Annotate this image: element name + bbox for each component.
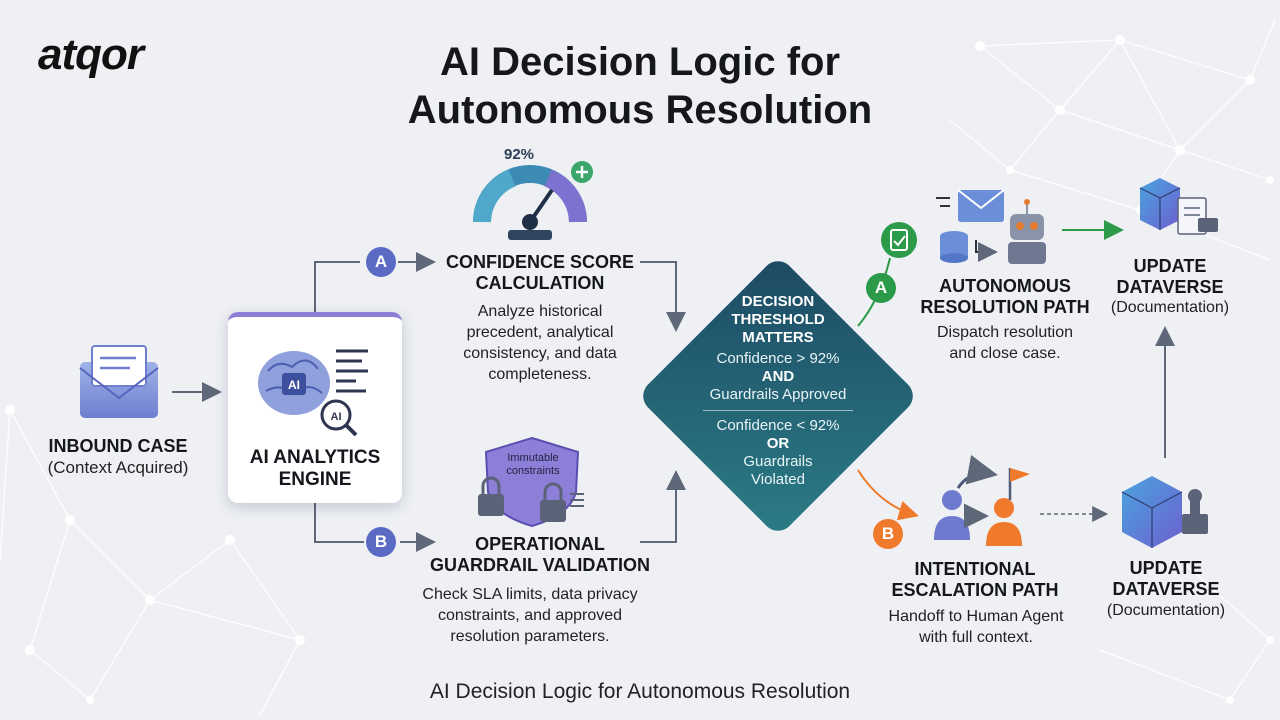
escalation-path-heading: INTENTIONAL ESCALATION PATH — [880, 559, 1070, 601]
escalation-path-description: Handoff to Human Agent with full context… — [866, 606, 1086, 648]
title-line-1: AI Decision Logic for — [439, 40, 841, 84]
connector-engine-b — [314, 500, 364, 543]
envelope-icon — [79, 345, 159, 418]
human-handoff-icon — [934, 454, 1030, 546]
dataverse-top-line-1: UPDATE — [1133, 256, 1207, 276]
title-line-2: Autonomous Resolution — [407, 88, 873, 132]
confidence-score-heading: CONFIDENCE SCORE CALCULATION — [430, 252, 650, 294]
escalation-heading-line-1: INTENTIONAL — [914, 559, 1036, 579]
connector-engine-a — [314, 261, 360, 312]
escalation-heading-line-2: ESCALATION PATH — [891, 580, 1059, 600]
dataverse-bottom-label: UPDATE DATAVERSE — [1096, 558, 1236, 600]
shield-label-line-2: constraints — [506, 465, 560, 477]
shield-lock-icon — [478, 436, 584, 528]
decision-divider — [703, 410, 853, 411]
inbound-case-label: INBOUND CASE — [48, 436, 188, 456]
confidence-score-description: Analyze historical precedent, analytical… — [430, 301, 650, 385]
branch-b-marker: B — [366, 527, 396, 557]
shield-label-line-1: Immutable — [507, 452, 559, 464]
shield-label: Immutable constraints — [488, 452, 578, 478]
decision-heading-line-1: DECISION — [741, 293, 815, 310]
autonomous-heading-line-1: AUTONOMOUS — [939, 276, 1071, 296]
path-a-marker: A — [866, 273, 896, 303]
guardrail-validation-heading: OPERATIONAL GUARDRAIL VALIDATION — [410, 534, 670, 576]
page-title: AI Decision Logic for Autonomous Resolut… — [340, 38, 940, 134]
arrow-guardrail-decision — [640, 470, 686, 543]
dataverse-bottom-line-1: UPDATE — [1129, 558, 1203, 578]
engine-chip-text: AI — [288, 378, 300, 392]
decision-threshold-text: DECISION THRESHOLD MATTERS Confidence > … — [668, 293, 888, 489]
brand-logo: atqor — [38, 30, 144, 79]
decision-heading: DECISION THRESHOLD MATTERS — [668, 293, 888, 347]
engine-title-line-2: ENGINE — [278, 469, 352, 490]
confidence-desc-line-3: consistency, and data — [463, 345, 617, 362]
reject-condition-3: Violated — [751, 471, 805, 488]
confidence-heading-line-2: CALCULATION — [475, 273, 605, 293]
guardrail-heading-line-1: OPERATIONAL — [475, 534, 605, 554]
autonomous-heading-line-2: RESOLUTION PATH — [920, 297, 1090, 317]
dataverse-top-sublabel: (Documentation) — [1110, 299, 1230, 316]
ai-brain-icon: AI AI — [258, 349, 368, 437]
path-b-marker: B — [873, 519, 903, 549]
dataverse-top-label: UPDATE DATAVERSE — [1100, 256, 1240, 298]
autonomous-desc-line-1: Dispatch resolution — [936, 324, 1074, 341]
engine-lens-text: AI — [331, 411, 342, 423]
approve-condition: Confidence > 92% — [716, 350, 840, 367]
arrow-confidence-decision — [640, 261, 686, 332]
guardrail-desc-line-3: resolution parameters. — [450, 628, 610, 645]
autonomous-path-heading: AUTONOMOUS RESOLUTION PATH — [910, 276, 1100, 318]
confidence-desc-line-4: completeness. — [488, 366, 592, 383]
footer-caption: AI Decision Logic for Autonomous Resolut… — [429, 680, 851, 703]
check-badge-icon — [881, 222, 917, 258]
confidence-desc-line-1: Analyze historical — [477, 303, 603, 320]
dataverse-bottom-sublabel: (Documentation) — [1106, 602, 1226, 619]
reject-join: OR — [766, 435, 790, 452]
autonomous-path-description: Dispatch resolution and close case. — [910, 322, 1100, 364]
gauge-value: 92% — [504, 146, 535, 163]
dataverse-cube-icon-bottom — [1121, 476, 1208, 548]
escalation-desc-line-1: Handoff to Human Agent — [888, 608, 1064, 625]
guardrail-desc-line-2: constraints, and approved — [437, 607, 623, 624]
robot-dispatch-icon — [936, 189, 1046, 264]
dataverse-bottom-line-2: DATAVERSE — [1112, 579, 1220, 599]
decision-diamond — [643, 261, 913, 531]
connector-decision-escalation — [857, 469, 919, 521]
decision-heading-line-3: MATTERS — [742, 329, 814, 346]
reject-condition-2: Guardrails — [743, 453, 813, 470]
decision-heading-line-2: THRESHOLD — [731, 311, 825, 328]
approve-condition-2: Guardrails Approved — [709, 386, 847, 403]
gauge-icon — [473, 161, 593, 240]
inbound-case-sublabel: (Context Acquired) — [47, 458, 189, 477]
ai-analytics-engine-card: AI AI AI ANALYTICS ENGINE — [228, 312, 402, 503]
branch-a-marker: A — [366, 247, 396, 277]
autonomous-desc-line-2: and close case. — [949, 345, 1061, 362]
dataverse-cube-icon-top — [1139, 178, 1218, 235]
approve-join: AND — [761, 368, 795, 385]
engine-title: AI ANALYTICS ENGINE — [228, 447, 402, 491]
engine-title-line-1: AI ANALYTICS — [249, 447, 381, 468]
confidence-desc-line-2: precedent, analytical — [466, 324, 614, 341]
reject-condition: Confidence < 92% — [716, 417, 840, 434]
guardrail-validation-description: Check SLA limits, data privacy constrain… — [400, 584, 660, 647]
guardrail-desc-line-1: Check SLA limits, data privacy — [422, 586, 638, 603]
confidence-heading-line-1: CONFIDENCE SCORE — [445, 252, 634, 272]
escalation-desc-line-2: with full context. — [919, 629, 1033, 646]
dataverse-top-line-2: DATAVERSE — [1116, 277, 1224, 297]
guardrail-heading-line-2: GUARDRAIL VALIDATION — [430, 555, 650, 575]
